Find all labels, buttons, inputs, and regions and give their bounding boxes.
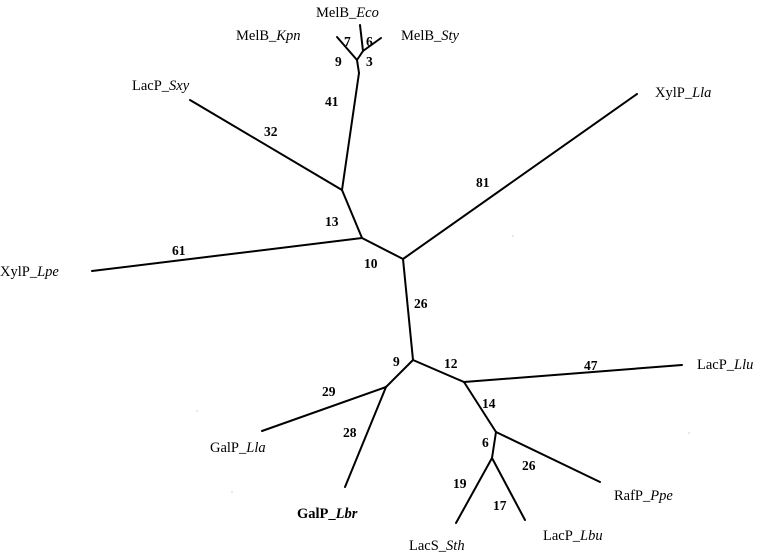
taxon-melb-kpn: MelB_Kpn bbox=[236, 28, 300, 44]
taxon-prefix: LacP_ bbox=[543, 528, 581, 544]
branch-length-galp-lbr: 28 bbox=[343, 425, 357, 440]
branch-upper-stem bbox=[361, 237, 404, 260]
branch-melb-eco bbox=[359, 24, 364, 52]
taxon-species: Lbr bbox=[335, 506, 358, 522]
branch-length-upper-stem: 10 bbox=[364, 256, 378, 271]
taxon-species: Llu bbox=[733, 357, 753, 373]
branch-galp-clade bbox=[385, 359, 414, 388]
branch-length-xylp-lla: 81 bbox=[476, 175, 490, 190]
branch-xylp-lpe bbox=[91, 237, 363, 272]
branch-galp-lbr bbox=[344, 386, 387, 488]
branch-rafp-ppe bbox=[495, 431, 601, 483]
branch-melb-kpn bbox=[336, 36, 358, 61]
branch-length-xylp-lpe: 61 bbox=[172, 243, 186, 258]
branch-length-kpn: 9 bbox=[335, 54, 342, 69]
branch-length-labels: 9 7 6 3 41 32 13 81 61 10 26 9 12 47 29 … bbox=[172, 34, 598, 513]
scan-speck bbox=[688, 432, 690, 434]
branch-length-galp-clade: 9 bbox=[393, 354, 400, 369]
branch-length-lacp-lbu: 17 bbox=[493, 498, 507, 513]
branch-upper-inner bbox=[341, 189, 363, 239]
branch-length-lower-right: 12 bbox=[444, 356, 458, 371]
taxon-prefix: XylP_ bbox=[655, 85, 693, 101]
branch-lower-inner bbox=[463, 381, 497, 433]
branch-lacp-sxy bbox=[189, 99, 343, 191]
scan-speck bbox=[512, 235, 514, 237]
taxon-prefix: LacS_ bbox=[409, 538, 447, 554]
taxon-xylp-lpe: XylP_Lpe bbox=[0, 264, 59, 280]
branch-length-lacs-sth: 19 bbox=[453, 476, 467, 491]
taxon-melb-eco: MelB_Eco bbox=[316, 5, 379, 21]
branch-length-rafp-ppe: 26 bbox=[522, 458, 536, 473]
taxon-prefix: MelB_ bbox=[401, 28, 442, 44]
taxon-species: Kpn bbox=[275, 28, 300, 44]
branch-length-lacp-sxy: 32 bbox=[264, 124, 278, 139]
taxon-prefix: LacP_ bbox=[132, 78, 170, 94]
branch-length-galp-lla: 29 bbox=[322, 384, 336, 399]
taxon-prefix: GalP_ bbox=[297, 506, 336, 522]
taxon-lacp-llu: LacP_Llu bbox=[697, 357, 753, 373]
branch-lacp-lbu bbox=[491, 457, 526, 521]
taxon-galp-lla: GalP_Lla bbox=[210, 440, 266, 456]
taxon-species: Lla bbox=[691, 85, 711, 101]
taxon-species: Lla bbox=[245, 440, 265, 456]
branch-length-lower-inner: 14 bbox=[482, 396, 496, 411]
branch-length-upper-inner: 13 bbox=[325, 214, 339, 229]
taxon-prefix: XylP_ bbox=[0, 264, 38, 280]
taxon-species: Eco bbox=[355, 5, 379, 21]
taxon-prefix: MelB_ bbox=[236, 28, 277, 44]
taxon-labels: MelB_Kpn MelB_Eco MelB_Sty LacP_Sxy XylP… bbox=[0, 5, 753, 554]
scan-speck bbox=[231, 491, 233, 493]
taxon-species: Lpe bbox=[36, 264, 59, 280]
taxon-prefix: RafP_ bbox=[614, 488, 651, 504]
taxon-species: Ppe bbox=[649, 488, 673, 504]
branch-length-melb-clade: 41 bbox=[325, 94, 339, 109]
branch-lacp-llu bbox=[463, 364, 683, 383]
branch-lacs-sth bbox=[455, 457, 493, 524]
taxon-lacs-sth: LacS_Sth bbox=[409, 538, 465, 554]
branch-length-lacs-lacp-clade: 6 bbox=[482, 435, 489, 450]
taxon-species: Sth bbox=[446, 538, 465, 554]
tree-branches bbox=[91, 24, 683, 524]
taxon-lacp-sxy: LacP_Sxy bbox=[132, 78, 190, 94]
taxon-rafp-ppe: RafP_Ppe bbox=[614, 488, 673, 504]
scan-specks bbox=[196, 235, 690, 493]
taxon-galp-lbr: GalP_Lbr bbox=[297, 506, 358, 522]
branch-central bbox=[402, 258, 414, 361]
branch-xylp-lla bbox=[402, 93, 638, 260]
branch-length-lacp-llu: 47 bbox=[584, 358, 598, 373]
taxon-prefix: GalP_ bbox=[210, 440, 247, 456]
branch-length-eco: 7 bbox=[344, 34, 351, 49]
taxon-species: Lbu bbox=[579, 528, 603, 544]
branch-length-melb-stem: 3 bbox=[366, 54, 373, 69]
branch-melb-clade bbox=[341, 72, 360, 191]
taxon-xylp-lla: XylP_Lla bbox=[655, 85, 711, 101]
branch-lower-right bbox=[412, 359, 465, 383]
taxon-melb-sty: MelB_Sty bbox=[401, 28, 460, 44]
branch-galp-lla bbox=[261, 386, 387, 432]
taxon-prefix: LacP_ bbox=[697, 357, 735, 373]
branch-length-sty: 6 bbox=[366, 34, 373, 49]
branch-length-central: 26 bbox=[414, 296, 428, 311]
taxon-species: Sty bbox=[441, 28, 459, 44]
branch-melb-sty bbox=[362, 37, 382, 52]
branch-melb-stem bbox=[356, 59, 360, 74]
branch-lacs-lacp-clade bbox=[491, 431, 497, 459]
taxon-prefix: MelB_ bbox=[316, 5, 357, 21]
taxon-lacp-lbu: LacP_Lbu bbox=[543, 528, 603, 544]
branch-melb-eco-sty-join bbox=[356, 50, 364, 61]
taxon-species: Sxy bbox=[169, 78, 190, 94]
scan-speck bbox=[196, 410, 198, 412]
